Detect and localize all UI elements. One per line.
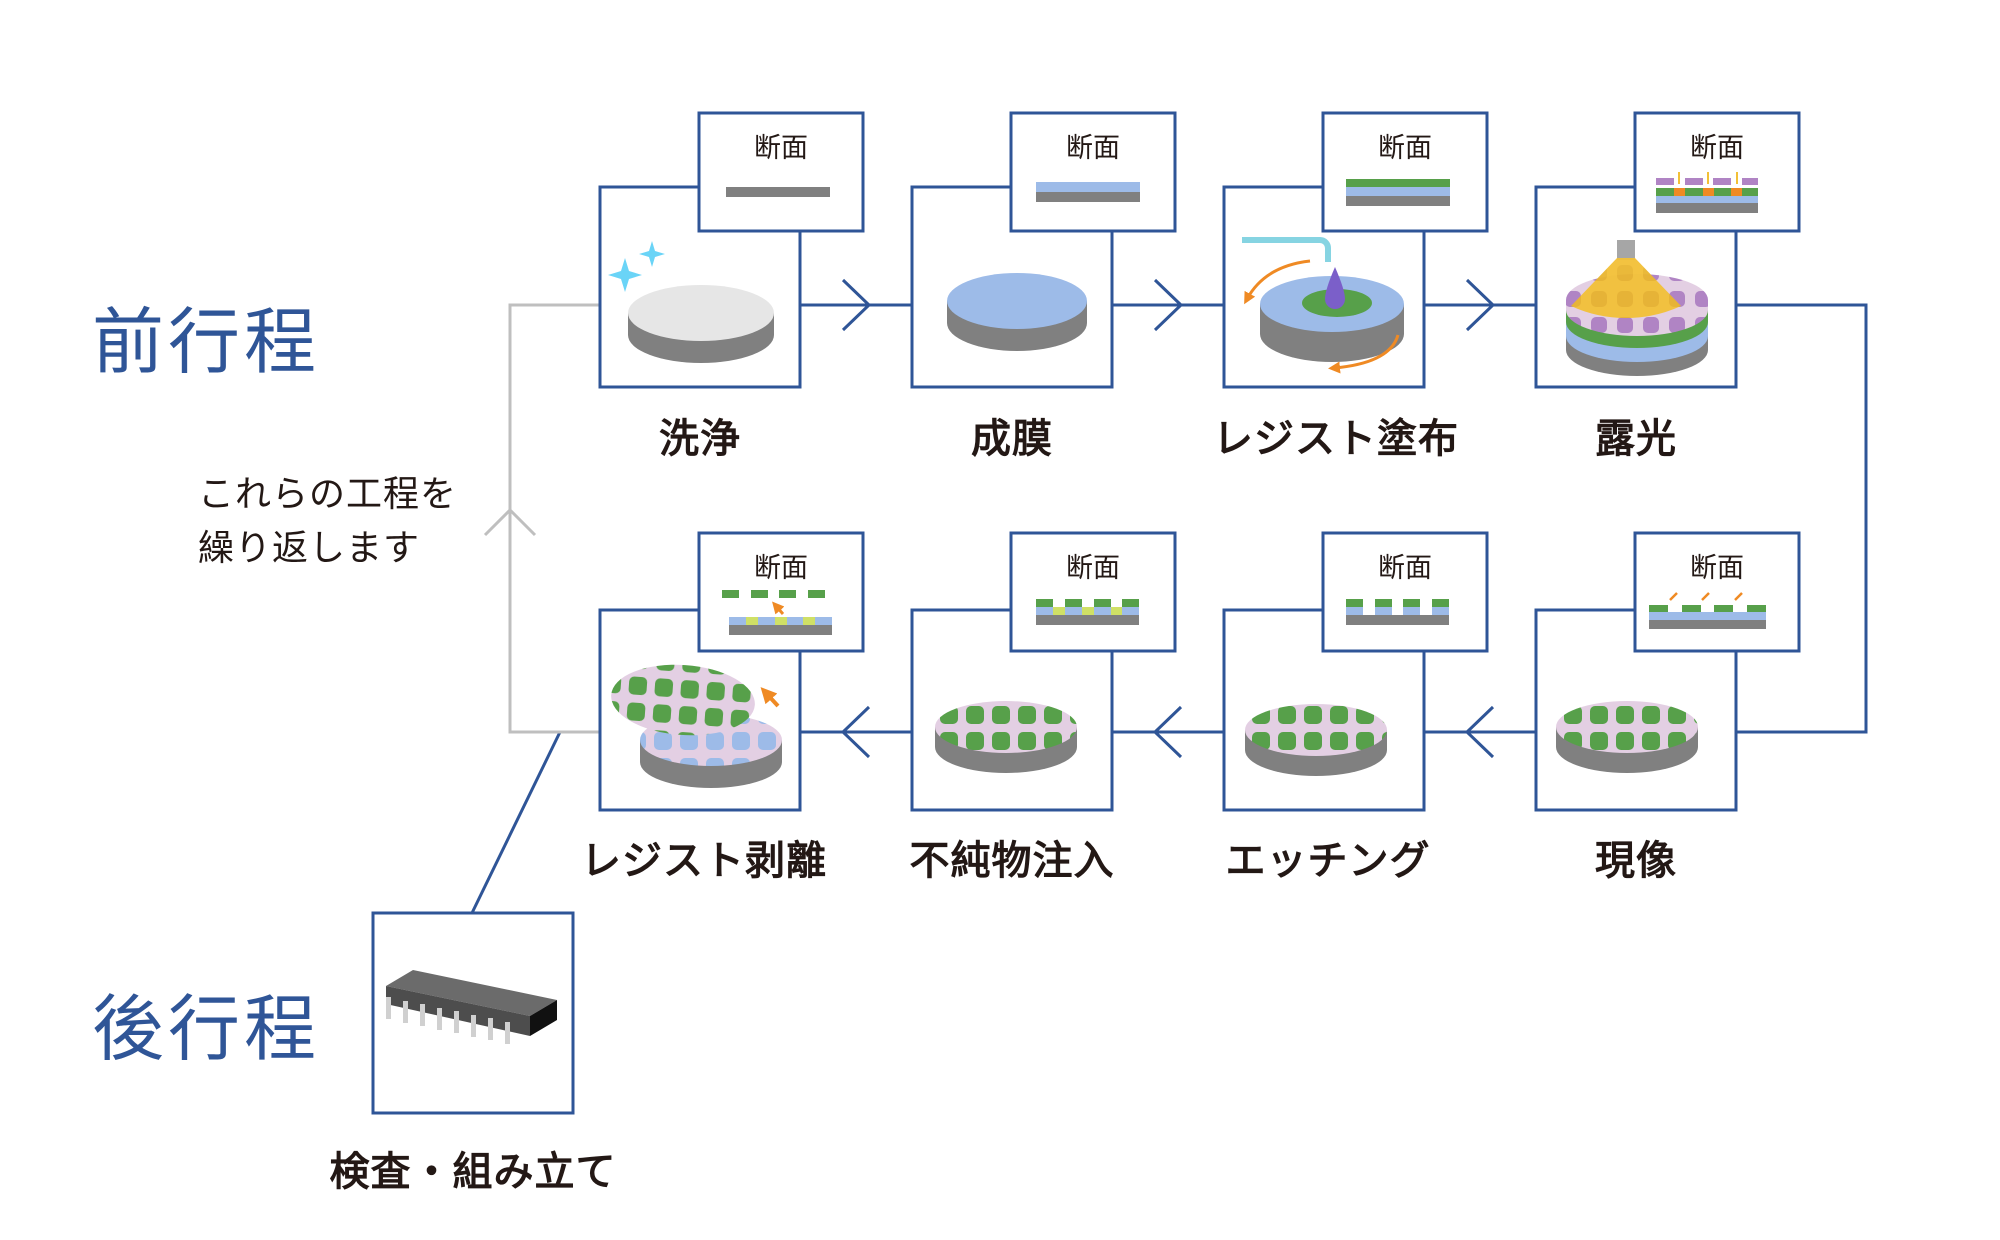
- xs-box-development: [1633, 531, 1801, 653]
- nozzle: [1242, 237, 1331, 262]
- xs-label-etching: 断面: [1378, 553, 1432, 584]
- back-end-title: 後行程: [92, 987, 321, 1071]
- xs-label-deposition: 断面: [1066, 133, 1120, 164]
- xs-resist-coating: [1346, 179, 1450, 206]
- cross-section-boxes: [697, 111, 1801, 653]
- arrow-up: [483, 507, 537, 537]
- xs-box-implantation: [1009, 531, 1177, 653]
- step-label-implantation: 不純物注入: [909, 838, 1115, 884]
- xs-label-implantation: 断面: [1066, 553, 1120, 584]
- wafer-develop-illustration: [1556, 701, 1698, 773]
- wafer-exposure-illustration: [1566, 240, 1708, 376]
- xs-box-deposition: [1009, 111, 1177, 233]
- xs-box-cleaning: [697, 111, 865, 233]
- repeat-note: これらの工程を 繰り返します: [198, 468, 457, 576]
- wafer-clean-illustration: [608, 241, 774, 363]
- light-source: [1617, 240, 1635, 260]
- arrow-left-2: [1152, 705, 1183, 759]
- ic-chip-illustration: [386, 970, 557, 1044]
- arrow-left-3: [840, 705, 871, 759]
- xs-label-exposure: 断面: [1690, 133, 1744, 164]
- xs-exposure: [1656, 172, 1758, 213]
- step-label-deposition: 成膜: [971, 416, 1053, 462]
- step-label-etching: エッチング: [1225, 838, 1431, 884]
- xs-label-resist-stripping: 断面: [754, 553, 808, 584]
- wafer-implant-illustration: [935, 701, 1077, 773]
- xs-box-resist-coating: [1321, 111, 1489, 233]
- wafer-strip-illustration: [611, 664, 782, 788]
- wafer-etch-illustration: [1245, 704, 1387, 776]
- lift-arrow-icon: [760, 687, 780, 708]
- xs-etching: [1346, 599, 1449, 625]
- connector-to-backend: [470, 731, 562, 914]
- sparkle-icon: [639, 241, 665, 267]
- step-label-inspection-assembly: 検査・組み立て: [329, 1149, 617, 1195]
- arrow-right-2: [1153, 278, 1184, 332]
- repeat-note-line-2: 繰り返します: [198, 528, 421, 569]
- xs-label-cleaning: 断面: [754, 133, 808, 164]
- xs-implantation: [1036, 599, 1139, 625]
- arrow-right-1: [841, 278, 872, 332]
- step-label-development: 現像: [1595, 838, 1677, 884]
- connectors: [470, 278, 1868, 914]
- xs-deposition: [1036, 182, 1140, 202]
- arrow-right-3: [1465, 278, 1496, 332]
- xs-label-resist-coating: 断面: [1378, 133, 1432, 164]
- xs-box-etching: [1321, 531, 1489, 653]
- repeat-note-line-1: これらの工程を: [198, 474, 458, 515]
- xs-development: [1649, 592, 1766, 629]
- sparkle-icon: [608, 258, 642, 292]
- wafer-spin-coat-illustration: [1242, 237, 1404, 374]
- rotation-arrow-icon: [1244, 259, 1311, 305]
- repeat-loop: [483, 303, 600, 734]
- xs-label-development: 断面: [1690, 553, 1744, 584]
- step-label-cleaning: 洗浄: [659, 416, 741, 462]
- droplet-icon: [1325, 267, 1345, 309]
- step-label-exposure: 露光: [1595, 416, 1677, 462]
- front-end-title: 前行程: [92, 300, 321, 384]
- xs-resist-stripping: [722, 590, 832, 635]
- wafer-film-illustration: [947, 273, 1087, 351]
- light-cone: [1571, 258, 1681, 318]
- step-label-resist-coating: レジスト塗布: [1213, 416, 1459, 462]
- step-label-resist-stripping: レジスト剥離: [581, 838, 827, 884]
- xs-cleaning: [726, 187, 830, 197]
- connector-4-5: [1736, 303, 1868, 734]
- rotation-arrow-icon: [1328, 334, 1400, 374]
- arrow-left-1: [1464, 705, 1495, 759]
